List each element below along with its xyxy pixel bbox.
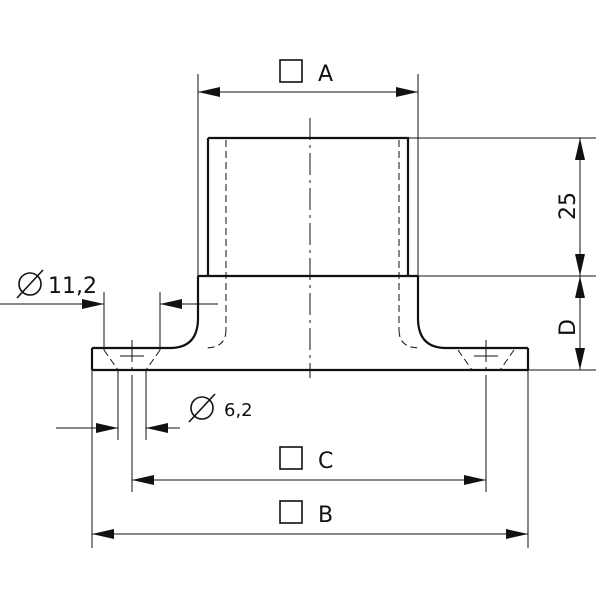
diameter-icon [188,393,216,423]
dim-c-arrow-right [464,475,486,485]
dim-a-arrow-left [198,87,220,97]
dim-d-label: D [556,319,581,336]
hole-right-cs-l [457,349,473,371]
dim-6-arrow-right [146,423,168,433]
dim-25-label: 25 [556,192,581,220]
dimension-counterbore: 11,2 [0,269,218,350]
hole-right-cs-r [499,349,515,371]
diameter-icon [16,269,44,299]
dim-25-arrow-top [575,138,585,160]
dim-b-label: B [318,503,333,528]
dim-d-arrow-bottom [575,348,585,370]
dim-c-label: C [318,449,333,474]
dim-25-arrow-bottom [575,254,585,276]
box-symbol-a [279,59,303,83]
dim-11-label: 11,2 [48,274,97,299]
dimension-right-vertical: 25 D [408,137,596,371]
box-symbol-b [279,500,303,524]
dim-a-arrow-right [396,87,418,97]
dim-6-arrow-left [96,423,118,433]
dimension-hole: 6,2 [56,370,253,440]
dim-11-arrow-left [82,299,104,309]
fillet-left [169,317,200,350]
hole-left-cs-r [145,349,161,371]
dimension-c: C [131,380,487,492]
dim-b-arrow-left [92,529,114,539]
fillet-right [416,317,447,350]
bore-fillet-left-hidden [204,329,227,349]
dim-d-arrow-top [575,276,585,298]
tube-top-right-edge [208,136,410,276]
dim-6-label: 6,2 [224,400,253,421]
hidden-lines [103,140,515,371]
hole-left-cs-l [103,349,119,371]
dim-c-arrow-left [132,475,154,485]
box-symbol-c [279,446,303,470]
dim-a-label: A [318,62,333,87]
dimension-a: A [197,59,419,276]
bore-fillet-right-hidden [398,329,421,349]
center-lines [120,118,498,380]
dim-b-arrow-right [506,529,528,539]
dim-11-arrow-right [160,299,182,309]
dimension-b: B [91,370,529,548]
